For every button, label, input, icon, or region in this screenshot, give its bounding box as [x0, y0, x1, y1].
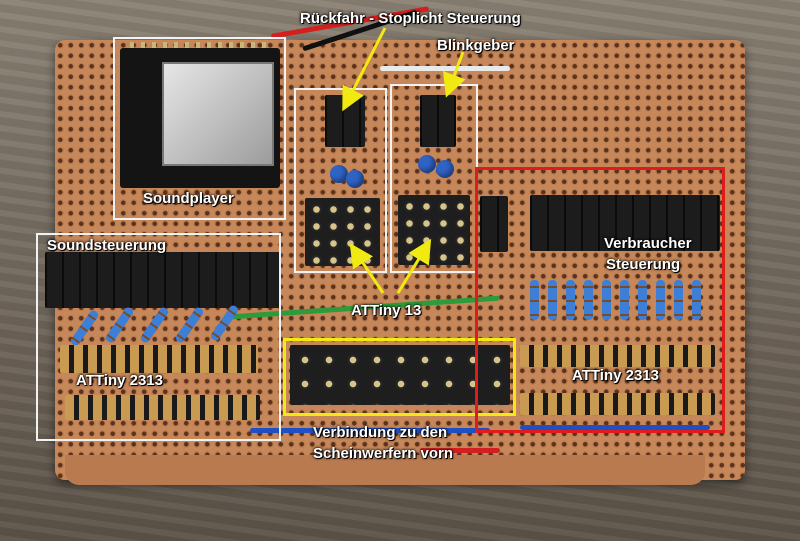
- resistor-row-right: [530, 280, 720, 330]
- capacitor: [436, 160, 454, 178]
- resistor: [602, 280, 611, 320]
- label-blinkgeber: Blinkgeber: [437, 37, 515, 54]
- capacitor: [346, 170, 364, 188]
- arrow-attiny13-right: [396, 238, 432, 294]
- blue-wire-right: [520, 425, 710, 430]
- header-blinkgeber: [420, 95, 456, 147]
- header-soundsteuerung: [45, 252, 280, 308]
- label-soundsteuerung: Soundsteuerung: [47, 237, 167, 254]
- label-attiny2313-right: ATTiny 2313: [572, 367, 659, 384]
- white-wire-top: [380, 66, 510, 71]
- box-soundplayer: [113, 37, 286, 220]
- label-verbindung-1: Verbindung zu den: [313, 424, 448, 441]
- resistor: [530, 280, 539, 320]
- resistor: [674, 280, 683, 320]
- red-wire-bottom: [420, 448, 500, 453]
- box-verbraucher: [475, 167, 725, 433]
- arrow-rueckfahr: [342, 27, 387, 112]
- ic-socket-right-top: [520, 345, 715, 367]
- resistor: [566, 280, 575, 320]
- capacitor: [330, 165, 348, 183]
- label-soundplayer: Soundplayer: [143, 190, 234, 207]
- ic-socket-right-bottom: [520, 393, 715, 415]
- sd-card-slot: [162, 62, 274, 166]
- resistor: [656, 280, 665, 320]
- perfboard-edge: [65, 455, 705, 485]
- box-soundsteuerung: [36, 233, 281, 441]
- box-rueckfahr: [294, 88, 387, 273]
- ic-socket-left-bottom: [65, 395, 260, 420]
- arrow-attiny13-left: [349, 243, 385, 294]
- headlight-connector: [290, 345, 510, 405]
- ic-socket-left-top: [60, 345, 258, 373]
- label-verbindung-2: Scheinwerfern vorn: [313, 445, 454, 462]
- label-verbraucher-2: Steuerung: [606, 256, 681, 273]
- label-attiny2313-left: ATTiny 2313: [76, 372, 163, 389]
- resistor: [638, 280, 647, 320]
- header-verbraucher: [530, 195, 720, 251]
- header-single: [480, 196, 508, 252]
- label-rueckfahr: Rückfahr - Stoplicht Steuerung: [300, 10, 521, 27]
- label-attiny13: ATTiny 13: [351, 302, 422, 319]
- resistor: [584, 280, 593, 320]
- blue-wire: [250, 428, 490, 433]
- capacitor: [418, 155, 436, 173]
- resistor: [548, 280, 557, 320]
- box-verbindung: [283, 338, 516, 416]
- module-pin-row: [130, 42, 270, 50]
- arrow-blinkgeber: [443, 51, 466, 98]
- resistor: [692, 280, 701, 320]
- label-verbraucher-1: Verbraucher: [604, 235, 692, 252]
- resistor: [620, 280, 629, 320]
